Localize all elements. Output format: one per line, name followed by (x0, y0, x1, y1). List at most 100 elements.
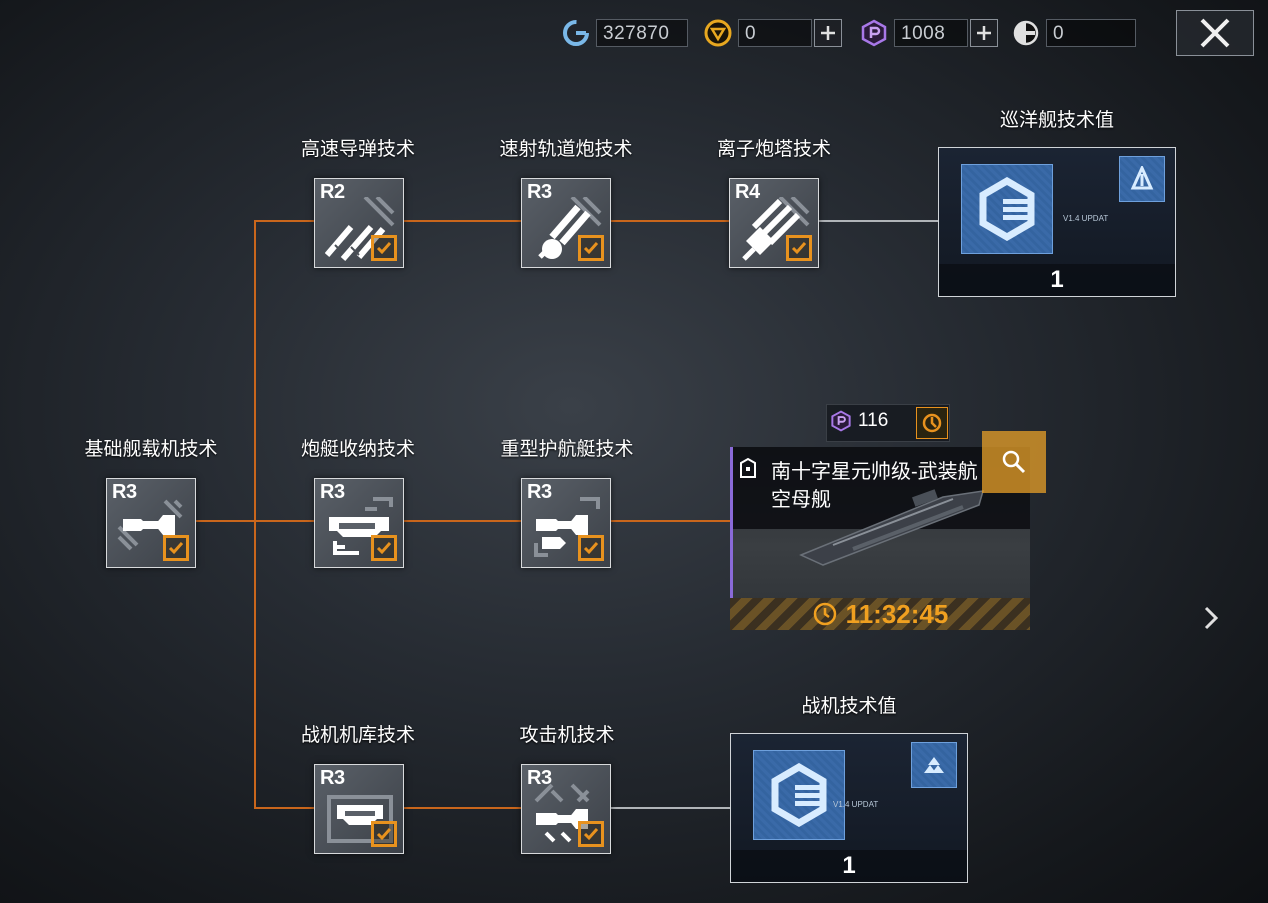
ship-cost-value: 116 (858, 410, 889, 431)
rank-badge: R3 (527, 181, 552, 203)
fighter-pair-icon (117, 499, 183, 551)
tech-node-hangar[interactable]: R3 (314, 764, 404, 854)
attack-fighter-icon (534, 783, 590, 843)
tech-node-gunboat[interactable]: R3 (314, 478, 404, 568)
label-railgun: 速射轨道炮技术 (499, 139, 633, 160)
link-ion-cruiser (819, 220, 938, 222)
premium-value: 1008 (894, 19, 968, 47)
tech-node-base[interactable]: R3 (106, 478, 196, 568)
fighter-class-icon (924, 757, 944, 773)
ship-name-line2: 空母舰 (771, 489, 831, 511)
unlocked-check-icon (578, 535, 604, 561)
gold-value: 0 (738, 19, 812, 47)
hexagon-tech-icon (979, 177, 1035, 241)
tech-node-ion[interactable]: R4 (729, 178, 819, 268)
link-attack-fighter (611, 807, 730, 809)
label-hangar: 战机机库技术 (300, 725, 415, 746)
clock-icon (813, 602, 836, 626)
add-premium-button[interactable] (970, 19, 998, 47)
label-ion: 离子炮塔技术 (716, 139, 831, 160)
speedup-clock-icon (922, 413, 942, 433)
cruiser-value-card[interactable]: V1.4 UPDAT 1 (938, 147, 1176, 297)
fighter-value-tile (753, 750, 845, 840)
ship-name-panel (733, 447, 1030, 529)
unlocked-check-icon (163, 535, 189, 561)
label-base: 基础舰载机技术 (84, 439, 218, 460)
fighter-class-tile (911, 742, 957, 788)
inspect-ship-button[interactable] (982, 431, 1046, 493)
escort-boat-icon (534, 497, 600, 557)
gold-display: 0 (704, 18, 842, 48)
next-page-button[interactable] (1196, 600, 1226, 636)
search-icon (1002, 450, 1026, 474)
build-timer: 11:32:45 (730, 598, 1030, 630)
label-gunboat: 炮艇收纳技术 (300, 439, 415, 460)
link-trunk-missile (254, 220, 314, 222)
blueprint-icon (739, 457, 757, 479)
carrier-ship-image (799, 489, 985, 566)
credits-value: 327870 (596, 19, 688, 47)
link-missile-railgun (404, 220, 521, 222)
link-trunk (254, 220, 256, 808)
link-hangar-attack (404, 807, 521, 809)
unlocked-check-icon (371, 535, 397, 561)
label-cruiser-value: 巡洋舰技术值 (999, 110, 1114, 131)
chevron-right-icon (1204, 606, 1219, 630)
unlocked-check-icon (786, 235, 812, 261)
cruiser-value-number: 1 (939, 264, 1175, 296)
premium-display: 1008 (860, 18, 998, 48)
missile-icon (325, 197, 395, 261)
rank-badge: R3 (112, 481, 137, 503)
tech-node-missile[interactable]: R2 (314, 178, 404, 268)
timer-stripe (730, 598, 1030, 630)
ion-turret-icon (742, 197, 810, 261)
version-tag: V1.4 UPDAT (1063, 214, 1109, 223)
close-button[interactable] (1176, 10, 1254, 56)
plus-icon (977, 26, 991, 40)
rank-badge: R3 (320, 481, 345, 503)
tech-node-attack[interactable]: R3 (521, 764, 611, 854)
other-currency-display: 0 (1012, 18, 1136, 48)
hangar-icon (327, 795, 393, 843)
build-timer-value: 11:32:45 (845, 598, 949, 629)
rank-badge: R3 (320, 767, 345, 789)
unlocked-check-icon (371, 235, 397, 261)
premium-currency-icon (831, 410, 851, 432)
rank-badge: R2 (320, 181, 345, 203)
fighter-value-card[interactable]: V1.4 UPDAT 1 (730, 733, 968, 883)
label-fighter-value: 战机技术值 (801, 696, 897, 717)
ship-cost: 116 (830, 410, 888, 432)
add-gold-button[interactable] (814, 19, 842, 47)
rank-badge: R3 (527, 767, 552, 789)
credits-icon (562, 19, 590, 47)
link-gunboat-escort (404, 520, 521, 522)
rank-badge: R3 (527, 481, 552, 503)
speedup-button[interactable] (916, 407, 948, 439)
close-icon (1200, 18, 1230, 48)
label-missile: 高速导弹技术 (300, 139, 415, 160)
link-trunk-hangar (254, 807, 314, 809)
unlocked-check-icon (371, 821, 397, 847)
tech-node-escort[interactable]: R3 (521, 478, 611, 568)
label-escort: 重型护航艇技术 (500, 439, 634, 460)
label-attack: 攻击机技术 (519, 725, 615, 746)
cruiser-class-icon (1130, 166, 1154, 190)
unlocked-check-icon (578, 821, 604, 847)
cruiser-value-tile (961, 164, 1053, 254)
half-circle-icon (1012, 19, 1040, 47)
tech-node-railgun[interactable]: R3 (521, 178, 611, 268)
plus-icon (821, 26, 835, 40)
railgun-icon (538, 197, 602, 259)
link-railgun-ion (611, 220, 729, 222)
ship-name-line1: 南十字星元帅级-武装航 (771, 461, 978, 483)
hexagon-tech-icon (771, 763, 827, 827)
gunboat-bay-icon (329, 497, 393, 555)
cruiser-class-tile (1119, 156, 1165, 202)
credits-display: 327870 (562, 18, 688, 48)
premium-currency-icon (860, 19, 888, 47)
gold-coin-icon (704, 19, 732, 47)
other-currency-value: 0 (1046, 19, 1136, 47)
unlocked-check-icon (578, 235, 604, 261)
rank-badge: R4 (735, 181, 760, 203)
version-tag: V1.4 UPDAT (833, 800, 879, 809)
